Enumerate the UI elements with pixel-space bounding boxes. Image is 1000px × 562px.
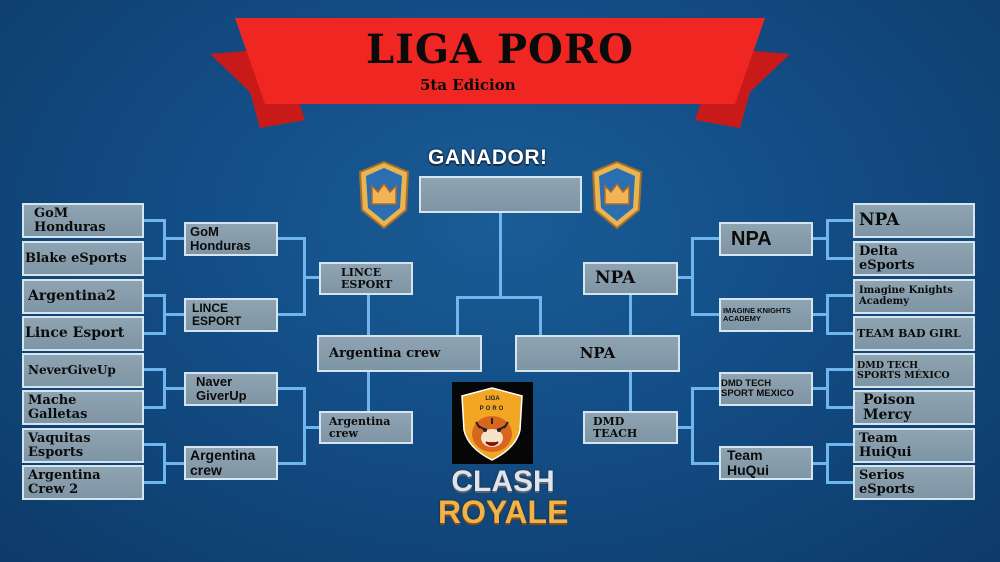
connector [163, 387, 185, 390]
team-slot-right-r16-5: DMD TECH SPORTS MÉXICO [853, 353, 975, 388]
team-slot-right-r16-7: Team HuiQui [853, 428, 975, 463]
team-slot-right-r16-6: Poison Mercy [853, 390, 975, 425]
team-slot-right-r16-8: Serios eSports [853, 465, 975, 500]
team-slot-left-r16-8: Argentina Crew 2 [22, 465, 144, 500]
team-slot-right-sf-1: NPA [583, 262, 678, 295]
team-slot-left-final: Argentina crew [317, 335, 482, 372]
team-slot-right-sf-2: DMD TEACH [583, 411, 678, 444]
connector [143, 332, 165, 335]
connector [692, 237, 720, 240]
connector [303, 426, 320, 429]
team-slot-left-qf-1: GoM Honduras [184, 222, 278, 256]
connector [143, 368, 165, 371]
connector [677, 426, 693, 429]
connector [827, 368, 855, 371]
team-slot-right-r16-3: Imagine Knights Academy [853, 279, 975, 314]
team-slot-left-r16-1: GoM Honduras [22, 203, 144, 238]
team-slot-right-qf-2: IMAGINE KNIGHTS ACADEMY [719, 298, 813, 332]
team-slot-right-r16-2: Delta eSports [853, 241, 975, 276]
connector [827, 443, 855, 446]
team-slot-left-sf-1: LINCE ESPORT [319, 262, 413, 295]
connector [367, 372, 370, 412]
connector [827, 219, 855, 222]
connector [539, 296, 542, 336]
winner-label: GANADOR! [428, 146, 548, 169]
page-title: LIGA PORO [366, 26, 634, 73]
team-slot-left-r16-5: NeverGiveUp [22, 353, 144, 388]
team-slot-left-qf-2: LINCE ESPORT [184, 298, 278, 332]
connector [143, 443, 165, 446]
connector [629, 294, 632, 336]
connector [143, 257, 165, 260]
connector [827, 257, 855, 260]
team-slot-left-sf-2: Argentina crew [319, 411, 413, 444]
connector [499, 213, 502, 298]
team-slot-left-r16-6: Mache Galletas [22, 390, 144, 425]
connector [277, 237, 305, 240]
connector [827, 481, 855, 484]
team-slot-right-qf-3: DMD TECH SPORT MEXICO [719, 372, 813, 406]
connector [692, 462, 720, 465]
team-slot-left-qf-3: Naver GiverUp [184, 372, 278, 406]
connector [143, 481, 165, 484]
connector [827, 332, 855, 335]
game-title-line1: CLASH [451, 465, 555, 498]
logo-text-top: LIGA [485, 396, 500, 402]
connector [277, 462, 305, 465]
connector [143, 406, 165, 409]
game-logo: CLASH ROYALE [438, 465, 569, 530]
crown-crest-icon [358, 160, 410, 230]
edition-subtitle: 5ta Edicion [420, 76, 516, 94]
connector [143, 294, 165, 297]
connector [692, 313, 720, 316]
connector [629, 372, 632, 412]
connector [277, 313, 305, 316]
team-slot-right-r16-4: TEAM BAD GIRL [853, 316, 975, 351]
connector [143, 219, 165, 222]
team-slot-left-qf-4: Argentina crew [184, 446, 278, 480]
connector [163, 313, 185, 316]
team-slot-left-r16-7: Vaquitas Esports [22, 428, 144, 463]
connector [813, 387, 828, 390]
connector [677, 276, 693, 279]
connector [163, 462, 185, 465]
team-slot-left-r16-4: Lince Esport [22, 316, 144, 351]
connector [456, 296, 541, 299]
crown-crest-icon [591, 160, 643, 230]
connector [827, 406, 855, 409]
game-title-line2: ROYALE [438, 493, 569, 530]
connector [813, 462, 828, 465]
connector [813, 313, 828, 316]
team-slot-left-r16-2: Blake eSports [22, 241, 144, 276]
team-slot-right-qf-4: Team HuQui [719, 446, 813, 480]
team-slot-right-qf-1: NPA [719, 222, 813, 256]
team-slot-right-r16-1: NPA [853, 203, 975, 238]
connector [367, 294, 370, 336]
connector [813, 237, 828, 240]
team-slot-right-final: NPA [515, 335, 680, 372]
tiger-shield-icon [461, 387, 523, 461]
connector [277, 387, 305, 390]
title-ribbon [210, 18, 790, 128]
winner-slot [419, 176, 582, 213]
team-slot-left-r16-3: Argentina2 [22, 279, 144, 314]
connector [303, 276, 320, 279]
connector [692, 387, 720, 390]
connector [827, 294, 855, 297]
league-logo: LIGA PORO [452, 382, 533, 464]
logo-text-bottom: PORO [479, 406, 506, 412]
connector [456, 296, 459, 336]
connector [163, 237, 185, 240]
